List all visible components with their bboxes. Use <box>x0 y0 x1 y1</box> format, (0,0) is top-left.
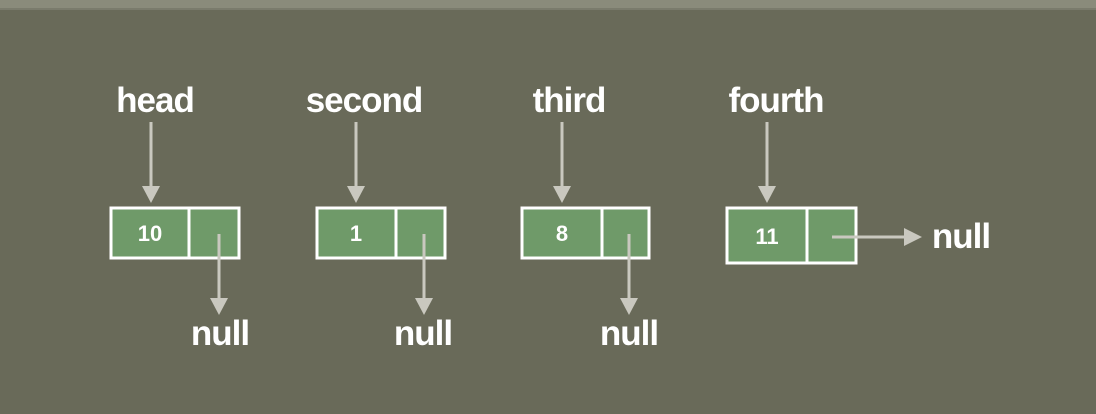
pointer-arrow-second <box>347 122 365 203</box>
pointer-label-third: third <box>533 81 606 120</box>
pointer-label-fourth: fourth <box>728 81 823 120</box>
next-arrow <box>210 234 228 315</box>
null-label: null <box>932 217 990 256</box>
node-data-cell <box>520 206 604 260</box>
node-head: head 10 null <box>109 81 250 353</box>
node-value: 1 <box>350 221 362 246</box>
pointer-arrow-head <box>142 122 160 203</box>
pointer-arrow-third <box>553 122 571 203</box>
next-arrow <box>620 234 638 315</box>
top-band <box>0 0 1096 10</box>
pointer-label-second: second <box>306 81 423 120</box>
node-value: 8 <box>556 221 568 246</box>
node-fourth: fourth 11 null <box>725 81 991 265</box>
node-value: 11 <box>755 224 778 249</box>
null-label: null <box>394 314 452 353</box>
null-label: null <box>600 314 658 353</box>
next-arrow <box>415 234 433 315</box>
node-second: second 1 null <box>306 81 453 353</box>
pointer-label-head: head <box>116 81 194 120</box>
node-next-cell <box>600 206 651 260</box>
next-arrow <box>832 228 922 246</box>
node-next-cell <box>187 206 241 260</box>
node-third: third 8 null <box>520 81 659 353</box>
node-data-cell <box>725 206 809 265</box>
node-next-cell <box>394 206 447 260</box>
null-label: null <box>191 314 249 353</box>
pointer-arrow-fourth <box>758 122 776 203</box>
node-value: 10 <box>138 221 162 246</box>
